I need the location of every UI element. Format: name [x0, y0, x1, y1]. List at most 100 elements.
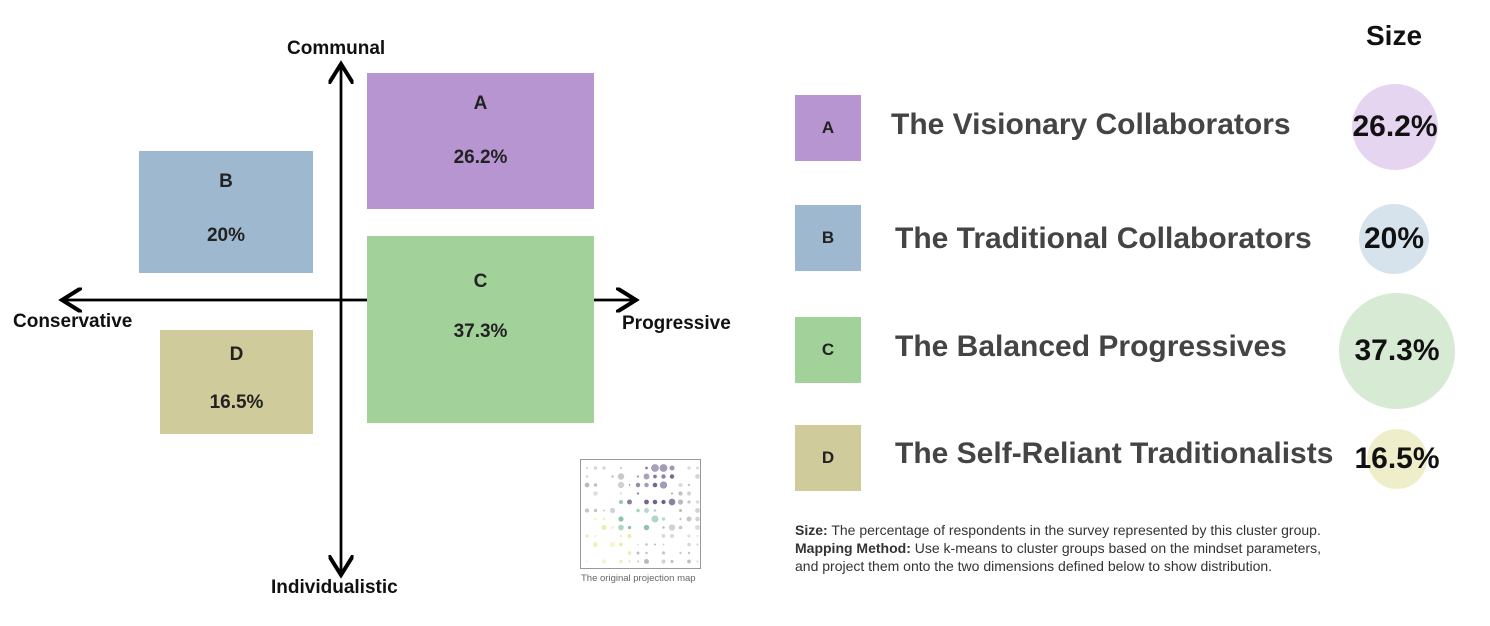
thumbnail-dot	[643, 473, 650, 480]
cluster-box-c: C 37.3%	[367, 236, 594, 423]
thumbnail-dot	[678, 508, 683, 513]
thumbnail-dot	[670, 534, 674, 538]
thumbnail-dot	[619, 466, 623, 470]
size-header: Size	[1366, 20, 1423, 51]
thumbnail-dot	[678, 491, 683, 496]
legend-name-c: The Balanced Progressives	[895, 330, 1287, 363]
thumbnail-dot	[687, 500, 691, 504]
thumbnail-dot	[611, 475, 614, 478]
thumbnail-dot	[645, 543, 648, 546]
thumbnail-dot	[679, 517, 682, 521]
thumbnail-dot	[651, 464, 659, 472]
size-circle-a	[1352, 84, 1438, 170]
thumbnail-dot	[677, 499, 684, 505]
thumbnail-dot	[645, 466, 648, 470]
thumbnail-dot	[696, 535, 699, 537]
thumbnail-dot	[687, 534, 691, 538]
thumbnail-dot	[619, 534, 623, 538]
thumbnail-dot	[651, 515, 659, 523]
thumbnail-dot	[619, 559, 623, 564]
method-note-text-2: and project them onto the two dimensions…	[795, 558, 1273, 574]
method-note-text: Use k-means to cluster groups based on t…	[910, 540, 1321, 556]
thumbnail-dot	[586, 560, 588, 563]
thumbnail-dot	[611, 526, 614, 529]
axis-label-left: Conservative	[13, 311, 133, 332]
thumbnail-dot	[593, 491, 598, 496]
legend-letter: B	[821, 228, 835, 247]
thumbnail-dot	[652, 482, 658, 488]
legend-name-a: The Visionary Collaborators	[891, 108, 1291, 141]
thumbnail-dot	[644, 482, 649, 488]
thumbnail-dot	[645, 551, 648, 555]
thumbnail-dot	[594, 517, 597, 521]
projection-map-thumbnail	[580, 459, 701, 569]
thumbnail-dot	[585, 475, 589, 478]
legend-name-b: The Traditional Collaborators	[895, 222, 1312, 255]
thumbnail-dot	[602, 517, 606, 521]
thumbnail-dot	[695, 508, 700, 513]
thumbnail-dot	[619, 542, 623, 547]
thumbnail-dot	[695, 474, 700, 479]
thumbnail-dot	[627, 525, 632, 530]
thumbnail-dot	[659, 464, 668, 472]
thumbnail-caption: The original projection map	[581, 573, 696, 584]
thumbnail-dot	[686, 516, 692, 522]
thumbnail-dot	[627, 551, 632, 555]
thumbnail-dot	[627, 559, 632, 564]
thumbnail-dot	[584, 508, 590, 513]
legend-swatch-b: B	[795, 205, 861, 271]
thumbnail-dot	[603, 509, 605, 512]
thumbnail-dot	[627, 534, 632, 538]
thumbnail-dot	[593, 483, 598, 487]
thumbnail-dot	[617, 473, 625, 480]
size-note-label: Size:	[795, 522, 828, 538]
thumbnail-dot	[637, 543, 639, 546]
legend-swatch-d: D	[795, 425, 861, 491]
thumbnail-dot	[695, 500, 700, 504]
thumbnail-dot	[687, 483, 691, 487]
thumbnail-dot	[695, 516, 700, 522]
cluster-letter: D	[229, 344, 244, 365]
size-value-b: 20%	[1363, 222, 1425, 255]
thumbnail-dot	[636, 492, 640, 495]
axis-label-top: Communal	[287, 38, 386, 59]
size-value-d: 16.5%	[1354, 442, 1440, 475]
thumbnail-dot	[636, 551, 640, 555]
thumbnail-dot	[659, 481, 668, 489]
thumbnail-dot	[644, 499, 649, 505]
size-note-text: The percentage of respondents in the sur…	[827, 522, 1321, 538]
thumbnail-dot	[635, 482, 641, 488]
thumbnail-dot	[678, 525, 683, 530]
thumbnail-dot	[661, 499, 666, 505]
thumbnail-dot	[695, 525, 700, 530]
thumbnail-dot	[593, 466, 598, 470]
method-note-label: Mapping Method:	[795, 540, 911, 556]
thumbnail-dot	[661, 534, 666, 538]
thumbnail-dot	[653, 474, 657, 479]
thumbnail-dot	[593, 508, 598, 513]
cluster-size: 26.2%	[453, 147, 508, 168]
legend-swatch-c: C	[795, 317, 861, 383]
thumbnail-dot	[602, 466, 606, 470]
thumbnail-dot	[618, 516, 624, 522]
cluster-letter: A	[473, 93, 488, 114]
thumbnail-dot	[637, 560, 639, 563]
thumbnail-dot	[669, 465, 675, 471]
cluster-size: 37.3%	[453, 321, 508, 342]
thumbnail-dot	[618, 499, 624, 505]
cluster-letter: C	[473, 271, 488, 292]
notes: Size: The percentage of respondents in t…	[795, 521, 1321, 575]
size-circle-d	[1367, 429, 1427, 489]
thumbnail-dot	[653, 543, 657, 546]
thumbnail-dot	[609, 541, 616, 548]
size-value-a: 26.2%	[1352, 110, 1438, 143]
size-circle-b	[1359, 204, 1429, 274]
thumbnail-dot	[696, 466, 699, 470]
legend-letter: D	[821, 448, 835, 467]
legend-letter: C	[821, 340, 835, 359]
thumbnail-dot	[644, 508, 649, 513]
thumbnail-dot	[661, 474, 666, 479]
thumbnail-dot	[644, 559, 649, 564]
